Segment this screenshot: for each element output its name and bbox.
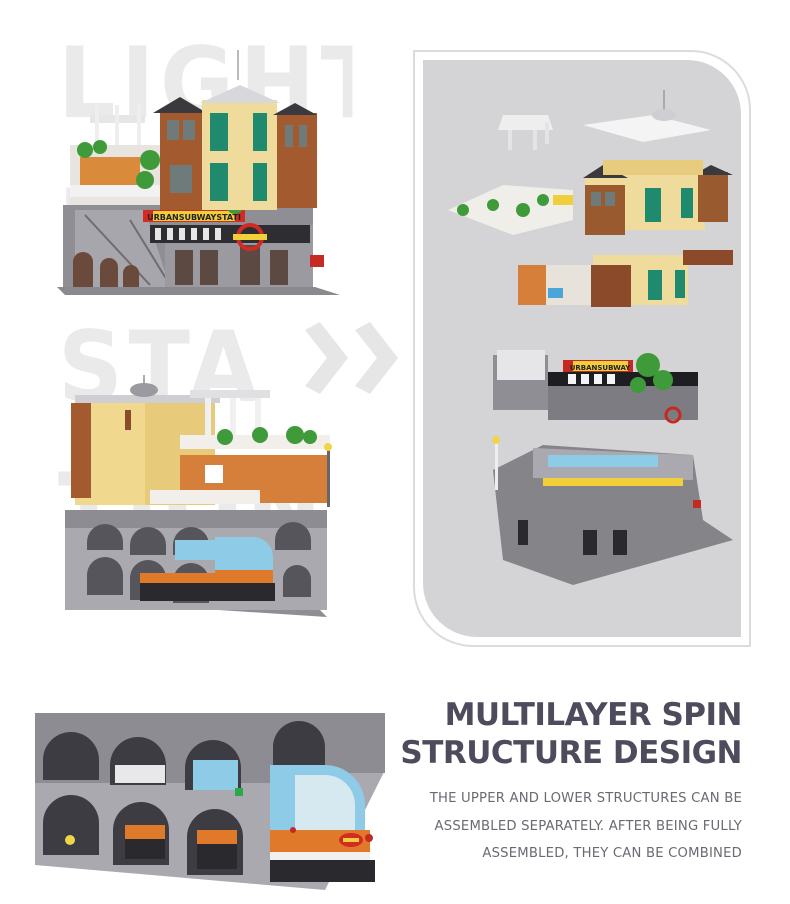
exploded-layers-render: URBANSUBWAY [448, 90, 733, 585]
description-line: ASSEMBLED, THEY CAN BE COMBINED [482, 846, 742, 861]
upper-layer [448, 160, 733, 235]
exploded-sign-text: URBANSUBWAY [570, 364, 632, 372]
description-line: THE UPPER AND LOWER STRUCTURES CAN BE [429, 791, 742, 806]
feature-headline: MULTILAYER SPIN STRUCTURE DESIGN [400, 696, 742, 772]
station-sign-text: URBANSUBWAYSTATI [147, 213, 241, 222]
assembled-back-render [65, 355, 335, 625]
double-chevron-right-icon [300, 320, 400, 404]
exploded-view-background: URBANSUBWAY [423, 60, 741, 637]
base-layer [492, 436, 733, 585]
ground-layer: URBANSUBWAY [493, 350, 698, 424]
roof-layer [498, 90, 711, 150]
headline-line-1: MULTILAYER SPIN [444, 697, 743, 733]
feature-description: THE UPPER AND LOWER STRUCTURES CAN BE AS… [402, 785, 742, 868]
assembled-front-render: URBANSUBWAYSTATI [55, 45, 345, 300]
description-line: ASSEMBLED SEPARATELY. AFTER BEING FULLY [434, 818, 742, 834]
headline-line-2: STRUCTURE DESIGN [400, 735, 742, 771]
train-arch-render [35, 710, 395, 900]
exploded-view-panel: URBANSUBWAY [413, 50, 751, 647]
middle-layer [518, 250, 733, 307]
